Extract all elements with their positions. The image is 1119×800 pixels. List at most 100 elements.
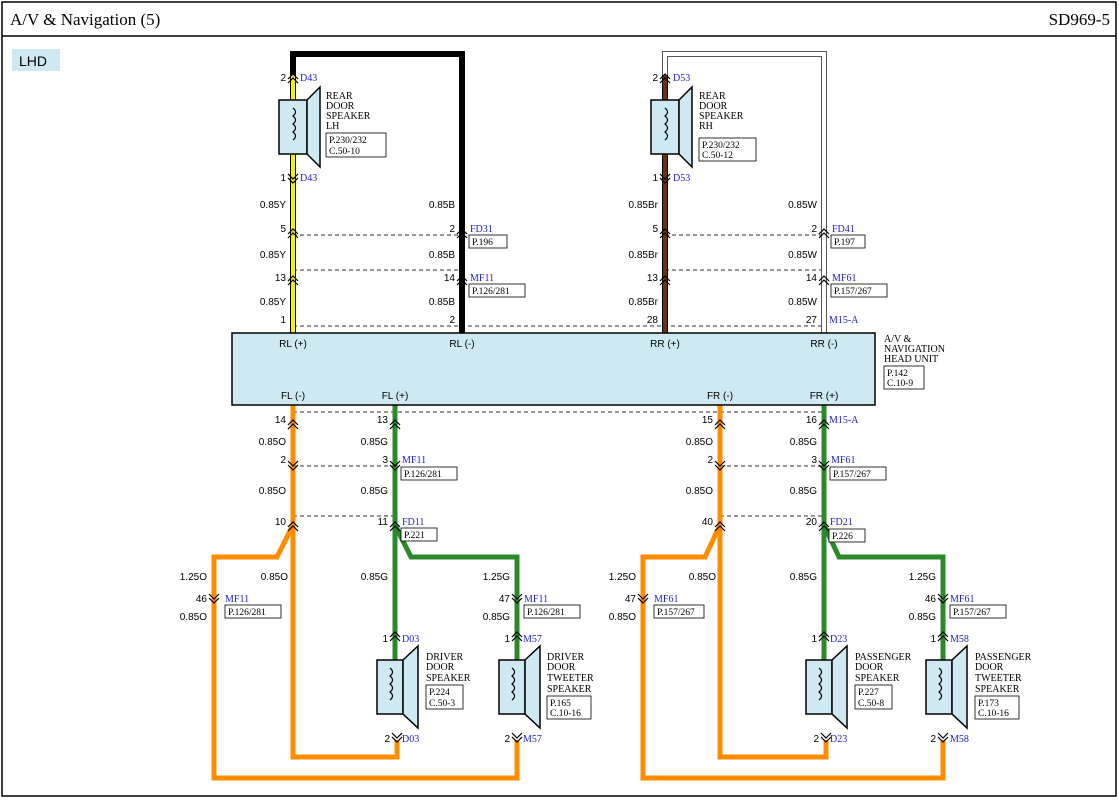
svg-text:1: 1 [280, 173, 286, 184]
svg-text:P.126/281: P.126/281 [228, 608, 266, 618]
svg-text:0.85B: 0.85B [429, 250, 455, 261]
svg-text:2: 2 [652, 73, 658, 84]
svg-text:C.10-16: C.10-16 [550, 709, 581, 719]
terminal-fr-pos: FR (+) [810, 391, 839, 402]
svg-text:0.85O: 0.85O [180, 612, 207, 623]
connector-m15a-bottom: M15-A [829, 415, 859, 426]
svg-text:P.226: P.226 [832, 532, 853, 542]
svg-text:SPEAKER: SPEAKER [426, 673, 471, 684]
wire-labels: 0.85Y 0.85Y 0.85Y 0.85B 0.85B 0.85B 0.85… [180, 200, 936, 623]
svg-text:P.227: P.227 [858, 688, 879, 698]
svg-text:FD41: FD41 [832, 224, 855, 235]
svg-text:0.85B: 0.85B [429, 297, 455, 308]
svg-text:0.85O: 0.85O [259, 486, 286, 497]
svg-text:47: 47 [625, 594, 637, 605]
svg-text:MF61: MF61 [950, 594, 974, 605]
svg-text:P.221: P.221 [404, 531, 425, 541]
terminal-fl-neg: FL (-) [281, 391, 305, 402]
svg-text:46: 46 [196, 594, 208, 605]
svg-text:2: 2 [504, 734, 510, 745]
svg-text:C.50-10: C.50-10 [329, 147, 360, 157]
svg-text:RH: RH [699, 121, 713, 132]
svg-text:DRIVER: DRIVER [426, 652, 464, 663]
svg-text:DRIVER: DRIVER [547, 652, 585, 663]
svg-text:FD11: FD11 [402, 517, 424, 528]
svg-text:0.85Br: 0.85Br [629, 297, 659, 308]
svg-text:15: 15 [702, 415, 714, 426]
pin-numbers: 2 1 2 1 5 2 5 2 13 14 13 14 1 2 28 27 14… [196, 73, 937, 745]
svg-text:28: 28 [647, 315, 659, 326]
svg-text:0.85Br: 0.85Br [629, 200, 659, 211]
wire-rr-neg [662, 51, 827, 333]
svg-text:D43: D43 [300, 173, 317, 184]
svg-text:14: 14 [806, 273, 818, 284]
svg-text:0.85Y: 0.85Y [260, 297, 286, 308]
svg-text:0.85O: 0.85O [609, 612, 636, 623]
svg-text:40: 40 [702, 517, 714, 528]
svg-text:P.196: P.196 [472, 238, 493, 248]
svg-text:3: 3 [382, 455, 388, 466]
svg-text:2: 2 [811, 224, 817, 235]
svg-text:TWEETER: TWEETER [975, 673, 1022, 684]
svg-text:20: 20 [806, 517, 818, 528]
svg-text:P.173: P.173 [978, 699, 999, 709]
svg-text:PASSENGER: PASSENGER [855, 652, 912, 663]
svg-text:SPEAKER: SPEAKER [326, 111, 371, 122]
svg-text:P.157/267: P.157/267 [657, 608, 695, 618]
svg-text:SPEAKER: SPEAKER [547, 684, 592, 695]
svg-text:DOOR: DOOR [975, 662, 1004, 673]
speaker-driver-tweeter: DRIVER DOOR TWEETER SPEAKER P.165 C.10-1… [498, 644, 594, 730]
svg-text:D23: D23 [830, 634, 847, 645]
svg-text:5: 5 [652, 224, 658, 235]
svg-text:MF11: MF11 [470, 273, 494, 284]
svg-text:LH: LH [326, 121, 339, 132]
terminal-rl-pos: RL (+) [279, 339, 307, 350]
svg-text:MF11: MF11 [402, 455, 426, 466]
svg-text:D03: D03 [402, 634, 419, 645]
connector-m15a-top: M15-A [829, 315, 859, 326]
svg-text:D23: D23 [830, 734, 847, 745]
wire-fl-pos [392, 404, 520, 660]
svg-text:0.85Y: 0.85Y [260, 200, 286, 211]
terminal-rl-neg: RL (-) [449, 339, 474, 350]
svg-text:D53: D53 [673, 73, 690, 84]
svg-text:P.224: P.224 [429, 688, 450, 698]
svg-text:HEAD UNIT: HEAD UNIT [884, 354, 938, 365]
head-unit-box [231, 332, 876, 406]
svg-text:P.230/232: P.230/232 [702, 141, 740, 151]
svg-text:2: 2 [280, 455, 286, 466]
svg-text:0.85O: 0.85O [689, 572, 716, 583]
svg-text:NAVIGATION: NAVIGATION [884, 344, 945, 355]
svg-text:DOOR: DOOR [426, 662, 455, 673]
svg-text:C.50-12: C.50-12 [702, 151, 733, 161]
terminal-rr-pos: RR (+) [650, 339, 680, 350]
terminal-fl-pos: FL (+) [382, 391, 409, 402]
svg-text:0.85O: 0.85O [261, 572, 288, 583]
svg-text:SPEAKER: SPEAKER [699, 111, 744, 122]
wire-fr-pos [821, 404, 946, 660]
svg-text:16: 16 [806, 415, 818, 426]
svg-text:M57: M57 [523, 634, 542, 645]
diagram-code: SD969-5 [1049, 10, 1110, 29]
svg-text:D53: D53 [673, 173, 690, 184]
svg-text:SPEAKER: SPEAKER [975, 684, 1020, 695]
svg-text:P.157/267: P.157/267 [833, 470, 871, 480]
head-unit-label: A/V & NAVIGATION HEAD UNIT P.142 C.10-9 [883, 334, 945, 390]
svg-text:MF11: MF11 [524, 594, 548, 605]
svg-text:D43: D43 [300, 73, 317, 84]
svg-text:2: 2 [384, 734, 390, 745]
wire-fr-neg [640, 404, 946, 781]
terminal-fr-neg: FR (-) [707, 391, 733, 402]
svg-text:P.165: P.165 [550, 699, 571, 709]
svg-text:MF61: MF61 [832, 273, 856, 284]
svg-text:2: 2 [449, 315, 455, 326]
connector-labels: D43 D43 D53 D53 FD31 P.196 FD41 P.197 MF… [224, 73, 1007, 745]
speaker-rear-rh: REAR DOOR SPEAKER RH P.230/232 C.50-12 [650, 85, 757, 169]
svg-text:1.25O: 1.25O [180, 572, 207, 583]
svg-text:DOOR: DOOR [547, 662, 576, 673]
svg-text:0.85O: 0.85O [259, 437, 286, 448]
speaker-passenger-tweeter: PASSENGER DOOR TWEETER SPEAKER P.173 C.1… [925, 644, 1032, 730]
svg-text:C.10-16: C.10-16 [978, 709, 1009, 719]
svg-text:10: 10 [275, 517, 287, 528]
